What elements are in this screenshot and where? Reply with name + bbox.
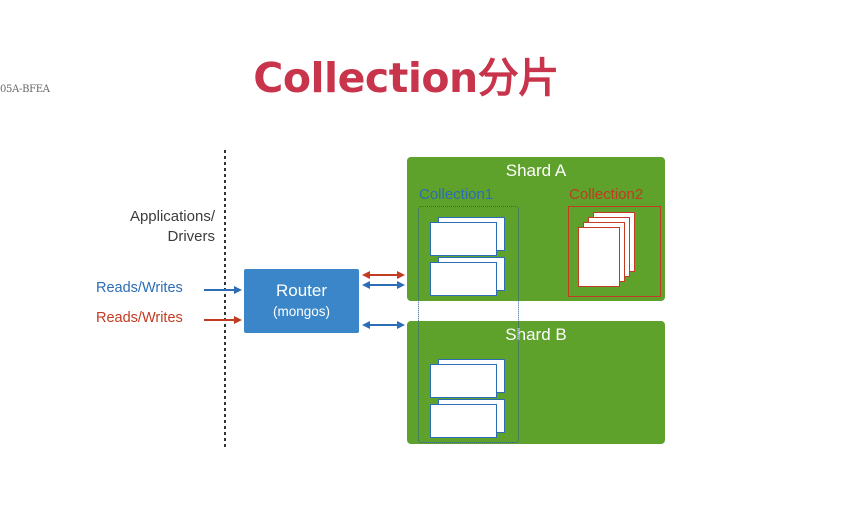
router-title: Router	[275, 281, 328, 300]
page-title: Collection分片	[253, 54, 559, 102]
shard-b-label: Shard B	[505, 325, 567, 344]
collection2-document	[578, 227, 620, 287]
collection1-label: Collection1	[419, 186, 494, 203]
collection1-chunk	[430, 364, 497, 398]
collection2-frame	[568, 206, 661, 297]
reads-writes-blue-label: Reads/Writes	[96, 280, 183, 296]
shard-a-label: Shard A	[505, 161, 567, 180]
collection1-chunk	[430, 262, 497, 296]
applications-label: Applications/	[129, 208, 215, 225]
router-subtitle: (mongos)	[272, 304, 331, 319]
collection1-group-outline	[418, 206, 519, 443]
router-box: Router (mongos)	[244, 269, 359, 333]
collection2-label: Collection2	[569, 186, 644, 203]
drivers-label: Drivers	[167, 228, 216, 245]
collection1-chunk	[430, 222, 497, 256]
reads-writes-red-label: Reads/Writes	[96, 310, 183, 326]
collection1-chunk	[430, 404, 497, 438]
corner-watermark-text: 05A-BFEA	[0, 84, 50, 95]
